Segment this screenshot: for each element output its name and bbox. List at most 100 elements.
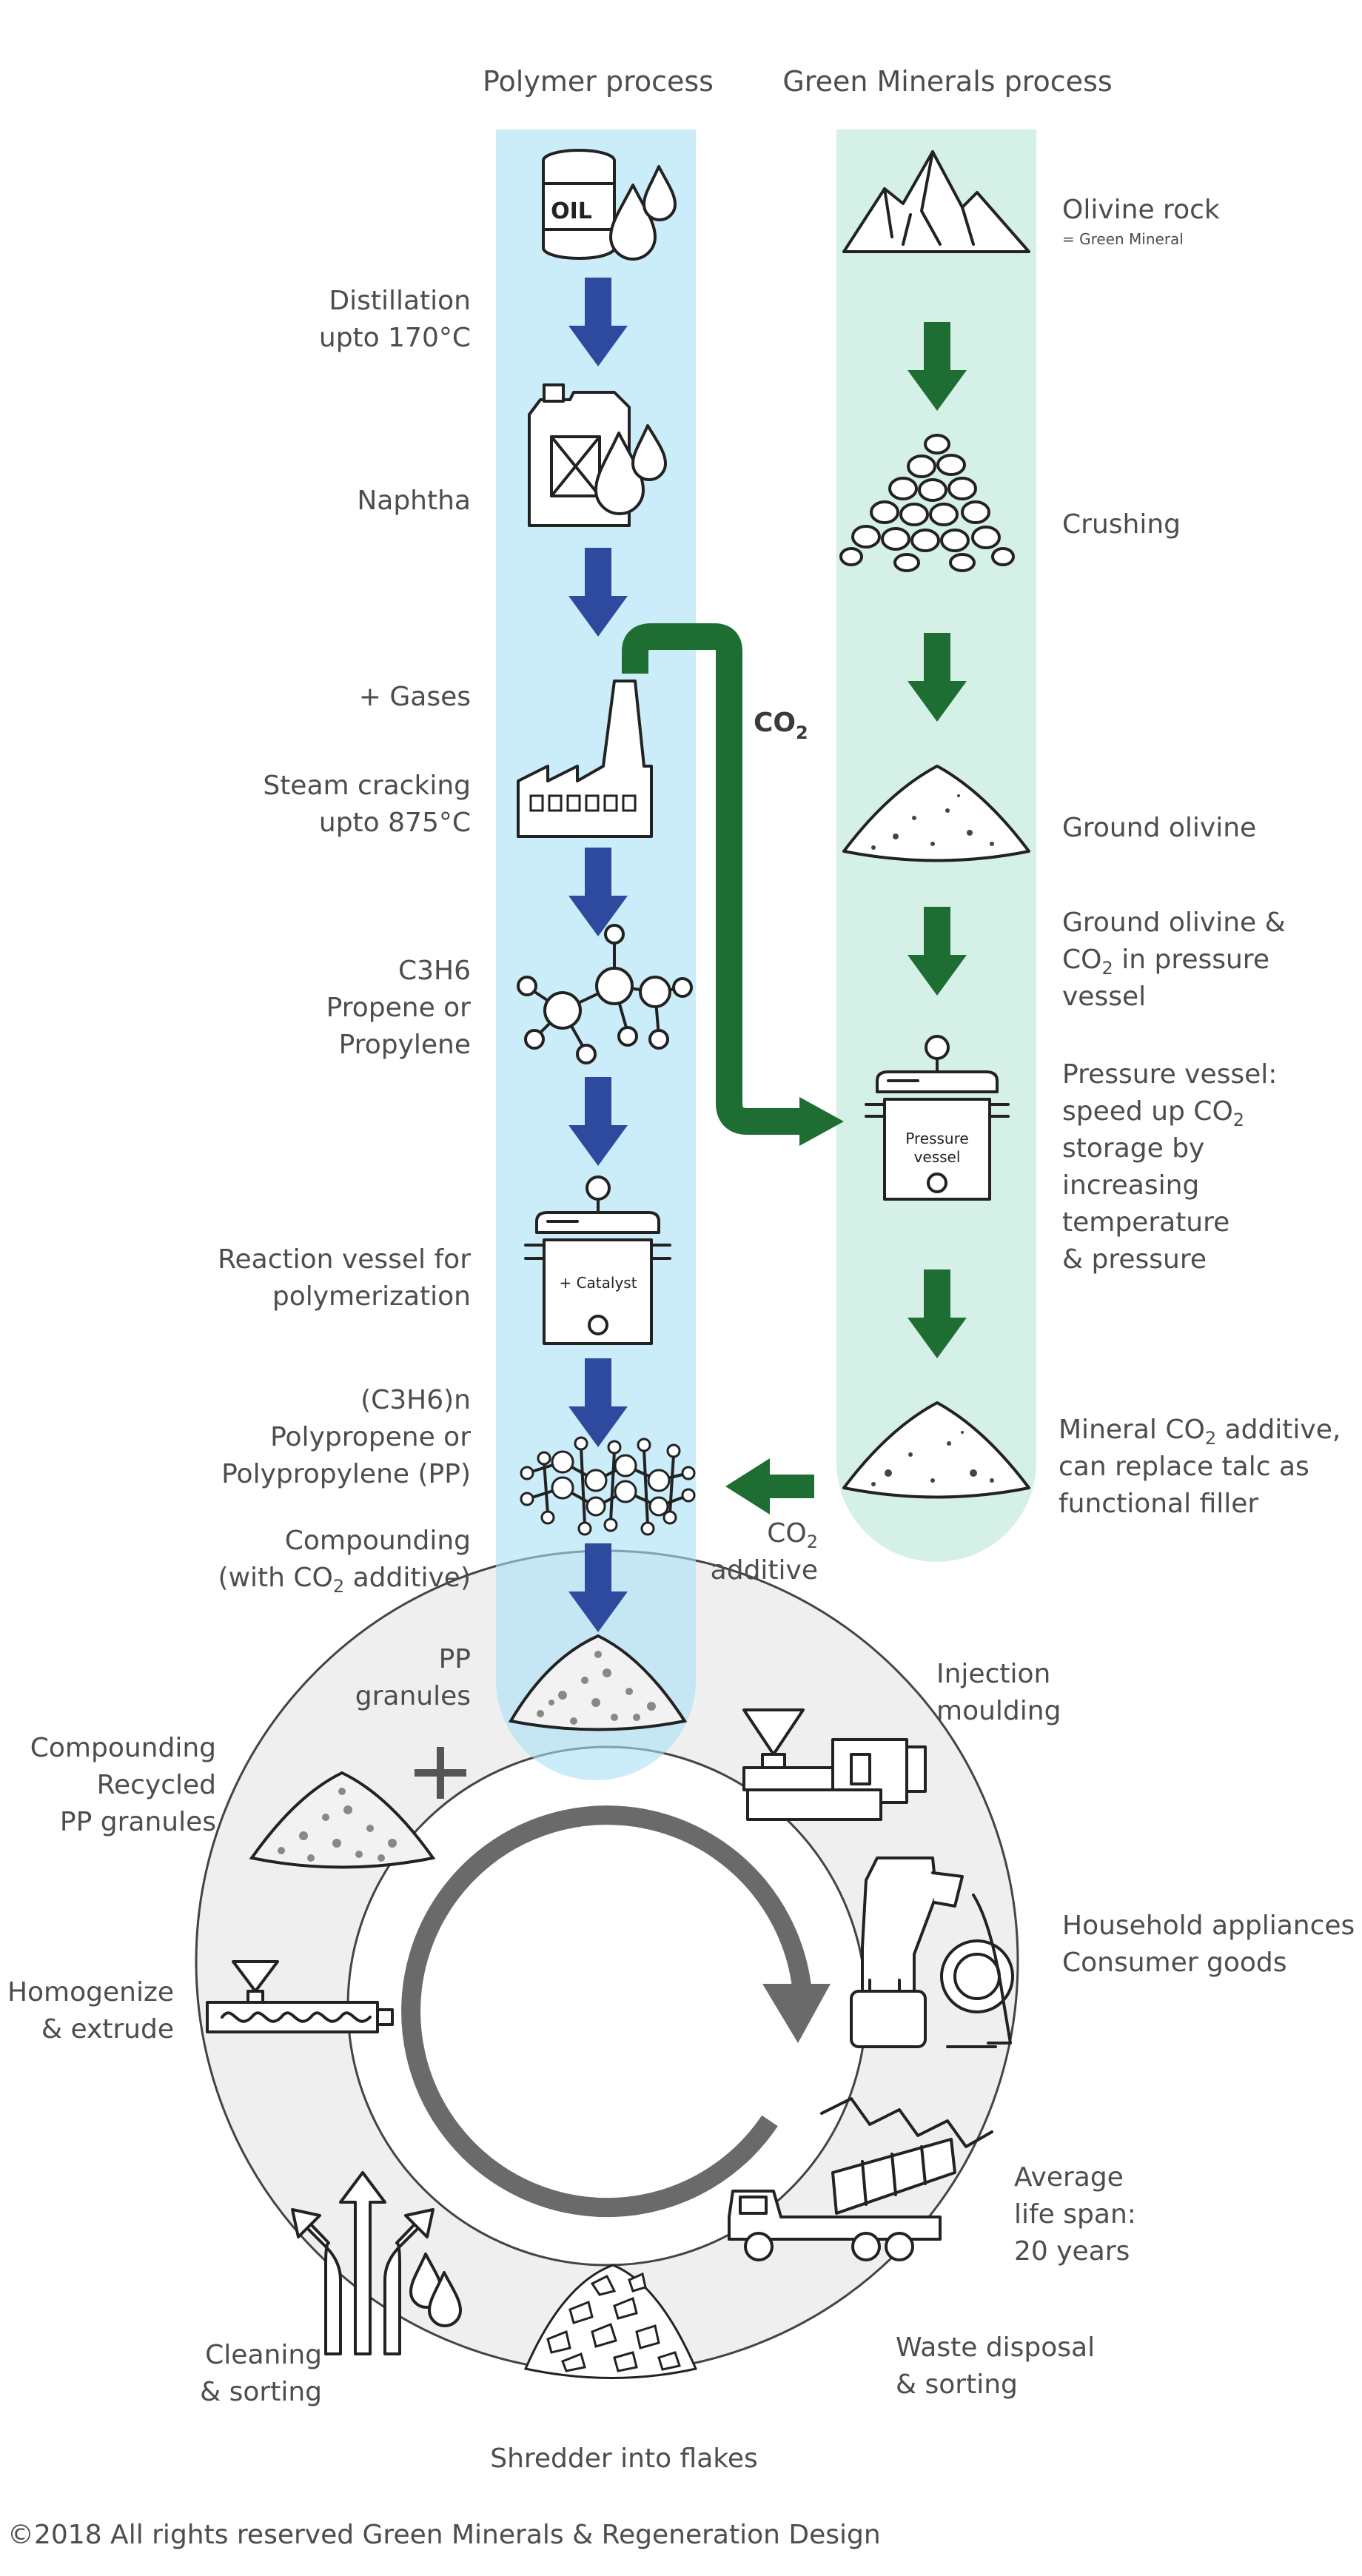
pressure-vessel-label-4: increasing — [1062, 1170, 1199, 1201]
mineral-additive-label-3: functional filler — [1059, 1489, 1258, 1519]
green-arrow-2 — [908, 633, 967, 722]
green-arrow-1 — [908, 322, 967, 411]
steam-cracking-label-1: Steam cracking — [263, 771, 471, 801]
recycled-label-2: Recycled — [97, 1770, 216, 1800]
consumer-goods-label: Consumer goods — [1062, 1948, 1287, 1978]
propene-label-2: Propene or — [326, 993, 472, 1023]
svg-text:Pressure: Pressure — [905, 1130, 968, 1147]
propene-label-1: C3H6 — [398, 956, 471, 986]
crushing-label: Crushing — [1062, 509, 1181, 540]
reaction-vessel-label-2: polymerization — [272, 1281, 471, 1312]
household-appliances-label: Household appliances — [1062, 1911, 1355, 1941]
svg-text:OIL: OIL — [551, 198, 592, 224]
plus-icon — [415, 1747, 466, 1799]
co2-additive-label-2: additive — [711, 1555, 818, 1586]
recycled-label-1: Compounding — [30, 1733, 216, 1763]
recycled-granules-pile-icon — [249, 1771, 436, 1869]
lifespan-label-1: Average — [1014, 2162, 1124, 2193]
olivine-rock-icon — [842, 150, 1030, 253]
mineral-flow-arrows — [725, 322, 967, 1515]
pp-label-3: Polypropylene (PP) — [221, 1459, 471, 1489]
mineral-additive-pile-icon — [842, 1401, 1030, 1499]
steam-cracking-label-2: upto 875°C — [319, 808, 471, 838]
injection-moulding-label-2: moulding — [936, 1696, 1061, 1726]
reaction-vessel-icon: + Catalyst — [524, 1175, 671, 1345]
injection-moulding-label-1: Injection — [936, 1659, 1050, 1689]
waste-disposal-label-1: Waste disposal — [896, 2332, 1095, 2363]
crushed-rocks-icon — [839, 434, 1015, 572]
naphtha-label: Naphtha — [357, 486, 471, 516]
compounding-label-1: Compounding — [285, 1526, 471, 1556]
homogenize-label-2: & extrude — [41, 2014, 174, 2045]
extruder-icon — [206, 1960, 394, 2033]
pp-granules-pile-icon — [508, 1634, 688, 1731]
cycle-arrow — [401, 1805, 831, 2218]
lifespan-label-2: life span: — [1014, 2199, 1136, 2230]
ground-olivine-pile-icon — [842, 765, 1030, 862]
factory-icon — [517, 680, 653, 838]
oil-barrel-icon: OIL — [542, 149, 677, 261]
mineral-labels: Olivine rock = Green Mineral Crushing Gr… — [711, 195, 1341, 1586]
distillation-label-1: Distillation — [329, 286, 471, 316]
co2-pipe-label: CO2 — [754, 708, 808, 743]
pp-label-1: (C3H6)n — [360, 1385, 471, 1415]
mineral-additive-label-2: can replace talc as — [1059, 1452, 1309, 1482]
lifespan-label-3: 20 years — [1014, 2236, 1130, 2267]
minerals-process-title: Green Minerals process — [782, 65, 1112, 98]
shredded-flakes-pile-icon — [523, 2264, 698, 2379]
polymer-column — [496, 130, 696, 1780]
mineral-additive-label-1: Mineral CO2 additive, — [1059, 1415, 1341, 1449]
injection-moulding-machine-icon — [742, 1708, 927, 1821]
polypropylene-molecule-icon — [520, 1436, 696, 1536]
shredder-label: Shredder into flakes — [490, 2443, 758, 2474]
jerrycan-icon — [528, 383, 667, 527]
blue-arrow-6 — [568, 1543, 628, 1632]
polymer-labels: Distillation upto 170°C Naphtha + Gases … — [218, 286, 471, 1597]
svg-text:vessel: vessel — [914, 1148, 961, 1166]
ground-olivine-co2-label-2: CO2 in pressure — [1062, 945, 1269, 979]
pressure-vessel-label-3: storage by — [1062, 1133, 1204, 1164]
blue-arrow-1 — [568, 278, 628, 366]
gases-label: + Gases — [359, 682, 471, 712]
ground-olivine-label: Ground olivine — [1062, 813, 1256, 843]
propene-label-3: Propylene — [339, 1030, 471, 1060]
pressure-vessel-label-5: temperature — [1062, 1207, 1230, 1238]
co2-additive-label-1: CO2 — [767, 1518, 818, 1552]
compounding-label-2: (with CO2 additive) — [218, 1563, 471, 1597]
household-appliances-icon — [850, 1856, 1014, 2048]
blue-arrow-3 — [568, 848, 628, 936]
polymer-flow-arrows — [568, 278, 628, 1632]
reaction-vessel-label-1: Reaction vessel for — [218, 1244, 471, 1275]
distillation-label-2: upto 170°C — [319, 323, 471, 353]
cycle-labels: PP granules Injection moulding Household… — [7, 1644, 1355, 2474]
molecule-icon — [517, 924, 693, 1064]
pressure-vessel-label-2: speed up CO2 — [1062, 1096, 1244, 1130]
green-mineral-label: = Green Mineral — [1062, 230, 1184, 248]
additive-arrow — [725, 1458, 814, 1515]
pp-granules-label-1: PP — [439, 1644, 471, 1674]
cleaning-label-2: & sorting — [200, 2377, 322, 2407]
green-arrow-4 — [908, 1269, 967, 1358]
copyright-footer: ©2018 All rights reserved Green Minerals… — [7, 2520, 881, 2550]
cleaning-label-1: Cleaning — [205, 2340, 322, 2370]
blue-arrow-2 — [568, 548, 628, 637]
blue-arrow-4 — [568, 1077, 628, 1166]
co2-pipe — [622, 623, 844, 1146]
pressure-vessel-label-6: & pressure — [1062, 1244, 1207, 1275]
recycled-label-3: PP granules — [60, 1807, 216, 1837]
pressure-vessel-icon: Pressure vessel — [865, 1035, 1010, 1201]
pp-label-2: Polypropene or — [270, 1422, 471, 1452]
green-arrow-3 — [908, 907, 967, 996]
blue-arrow-5 — [568, 1358, 628, 1447]
homogenize-label-1: Homogenize — [7, 1977, 174, 2008]
sorting-arrows-icon — [291, 2171, 462, 2355]
pp-granules-label-2: granules — [355, 1681, 471, 1711]
polymer-process-title: Polymer process — [483, 65, 714, 98]
svg-text:+ Catalyst: + Catalyst — [559, 1274, 637, 1292]
lifespan-zigzag-icon — [820, 2097, 993, 2148]
ground-olivine-co2-label-3: vessel — [1062, 982, 1146, 1012]
pressure-vessel-label-1: Pressure vessel: — [1062, 1059, 1277, 1090]
waste-disposal-label-2: & sorting — [896, 2369, 1018, 2400]
olivine-rock-label: Olivine rock — [1062, 195, 1220, 225]
